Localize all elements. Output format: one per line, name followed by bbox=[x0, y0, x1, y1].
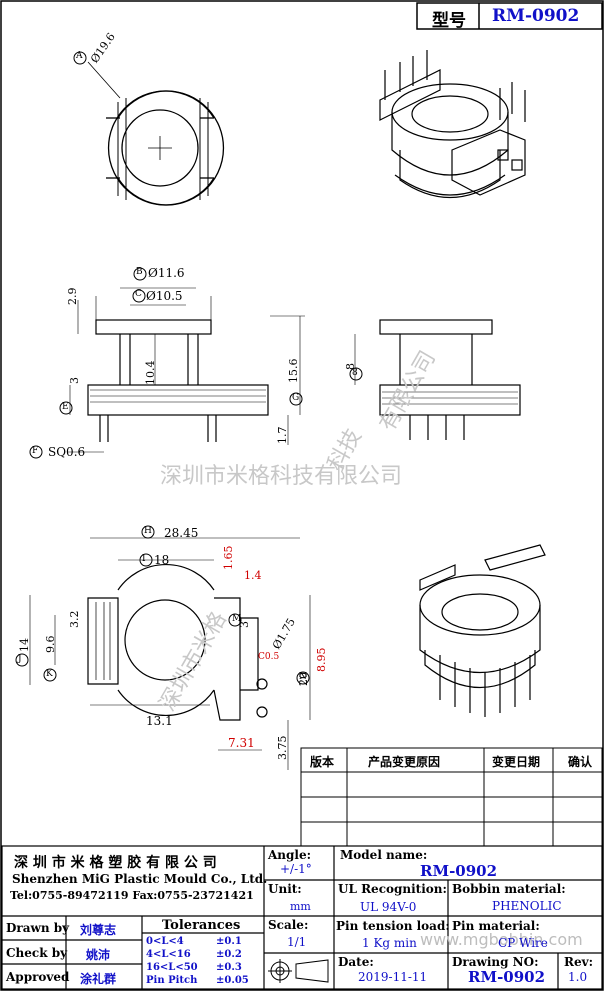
callout-g-label: G bbox=[292, 393, 300, 403]
tol-value-3: ±0.05 bbox=[216, 975, 249, 986]
watermark-url: www.mgbobbin.com bbox=[420, 930, 583, 949]
pin-material-label: Pin material: bbox=[452, 919, 540, 933]
company-contact: Tel:0755-89472119 Fax:0755-23721421 bbox=[10, 889, 254, 902]
model-name-value: RM-0902 bbox=[420, 862, 498, 880]
dim-i-value: 18 bbox=[154, 553, 170, 567]
iso-view-top bbox=[379, 50, 526, 198]
check-by-value: 姚沛 bbox=[86, 948, 111, 962]
model-box-value: RM-0902 bbox=[492, 6, 580, 26]
drawn-by-label: Drawn by bbox=[6, 921, 70, 935]
dim-13-1: 13.1 bbox=[146, 714, 173, 728]
tolerances-title: Tolerances bbox=[162, 918, 241, 933]
projection-symbol bbox=[268, 959, 329, 983]
company-name-en: Shenzhen MiG Plastic Mould Co., Ltd. bbox=[12, 872, 268, 886]
change-header-version: 版本 bbox=[310, 755, 335, 769]
drawn-by-value: 刘尊志 bbox=[80, 923, 117, 937]
pin-tension-value: 1 Kg min bbox=[362, 936, 417, 950]
callout-8-label: 8 bbox=[352, 368, 358, 378]
callout-f-label: F bbox=[32, 446, 39, 456]
title-block-lines bbox=[1, 845, 603, 990]
ul-label: UL Recognition: bbox=[338, 882, 447, 896]
dim-15-6: 15.6 bbox=[287, 358, 300, 384]
angle-value: +/-1° bbox=[280, 862, 312, 876]
dim-3-75: 3.75 bbox=[276, 735, 289, 761]
approved-value: 涂礼群 bbox=[80, 972, 117, 986]
change-table-lines bbox=[300, 747, 603, 847]
rev-value: 1.0 bbox=[568, 970, 588, 984]
tol-range-2: 16<L<50 bbox=[146, 962, 198, 973]
dim-3-2: 3.2 bbox=[68, 610, 81, 629]
iso-view-bottom bbox=[419, 544, 546, 717]
dim-8: 8 bbox=[344, 363, 357, 370]
dim-c-value: Ø10.5 bbox=[146, 289, 183, 303]
side-view bbox=[68, 287, 305, 453]
callout-m-label: M bbox=[232, 614, 242, 624]
drawing-no-label: Drawing NO: bbox=[452, 955, 539, 969]
unit-value: mm bbox=[290, 900, 311, 913]
tol-value-1: ±0.2 bbox=[216, 949, 242, 960]
dim-f-value: SQ0.6 bbox=[48, 445, 86, 459]
scale-label: Scale: bbox=[268, 918, 309, 932]
watermark-company: 深圳市米格科技有限公司 bbox=[160, 464, 403, 489]
callout-h-label: H bbox=[144, 526, 152, 536]
callout-n-label: N bbox=[299, 672, 307, 682]
angle-label: Angle: bbox=[268, 848, 312, 862]
unit-label: Unit: bbox=[268, 882, 302, 896]
tol-value-2: ±0.3 bbox=[216, 962, 242, 973]
dim-1-4: 1.4 bbox=[244, 569, 262, 582]
callout-b-label: B bbox=[136, 267, 143, 277]
dim-7-31: 7.31 bbox=[228, 736, 255, 750]
callout-c-label: C bbox=[135, 289, 142, 299]
callout-j-label: J bbox=[18, 654, 22, 664]
pin-material-value: CP Wire bbox=[498, 936, 548, 950]
change-header-date: 变更日期 bbox=[492, 755, 541, 769]
end-view bbox=[354, 319, 521, 440]
company-name-cn: 深 圳 市 米 格 塑 胶 有 限 公 司 bbox=[14, 855, 217, 871]
callout-i-label: I bbox=[142, 554, 146, 564]
callout-a bbox=[73, 51, 87, 65]
dim-10-4: 10.4 bbox=[144, 360, 157, 386]
callout-e-label: E bbox=[62, 402, 69, 412]
bobbin-material-label: Bobbin material: bbox=[452, 882, 566, 896]
pin-tension-label: Pin tension load: bbox=[336, 919, 450, 933]
approved-label: Approved bbox=[6, 970, 70, 984]
model-name-label: Model name: bbox=[340, 848, 428, 862]
change-header-reason: 产品变更原因 bbox=[368, 755, 441, 769]
callout-a-label: A bbox=[76, 51, 83, 61]
rev-label: Rev: bbox=[564, 955, 594, 969]
tol-range-1: 4<L<16 bbox=[146, 949, 191, 960]
date-label: Date: bbox=[338, 955, 374, 969]
ul-value: UL 94V-0 bbox=[360, 900, 417, 914]
plan-view bbox=[29, 537, 311, 770]
top-view bbox=[87, 61, 225, 206]
dim-h-value: 28.45 bbox=[164, 526, 199, 540]
change-header-confirm: 确认 bbox=[568, 755, 593, 769]
date-value: 2019-11-11 bbox=[358, 970, 428, 984]
tol-range-3: Pin Pitch bbox=[146, 975, 198, 986]
dim-8-95: 8.95 bbox=[315, 647, 328, 673]
model-box-label: 型号 bbox=[432, 11, 466, 31]
dim-2-9: 2.9 bbox=[66, 287, 79, 306]
bobbin-material-value: PHENOLIC bbox=[492, 899, 562, 913]
scale-value: 1/1 bbox=[287, 935, 307, 949]
tol-value-0: ±0.1 bbox=[216, 936, 242, 947]
dim-1-7: 1.7 bbox=[276, 426, 289, 445]
tol-range-0: 0<L<4 bbox=[146, 936, 184, 947]
dim-c0-5: C0.5 bbox=[258, 652, 280, 662]
dim-b-value: Ø11.6 bbox=[148, 266, 185, 280]
dim-1-65: 1.65 bbox=[222, 545, 235, 571]
dim-14: 14 bbox=[18, 638, 31, 652]
callout-k-label: K bbox=[46, 669, 53, 679]
drawing-no-value: RM-0902 bbox=[468, 968, 546, 986]
dim-3: 3 bbox=[68, 377, 81, 384]
check-by-label: Check by bbox=[6, 946, 68, 960]
dim-9-6: 9.6 bbox=[44, 635, 57, 654]
